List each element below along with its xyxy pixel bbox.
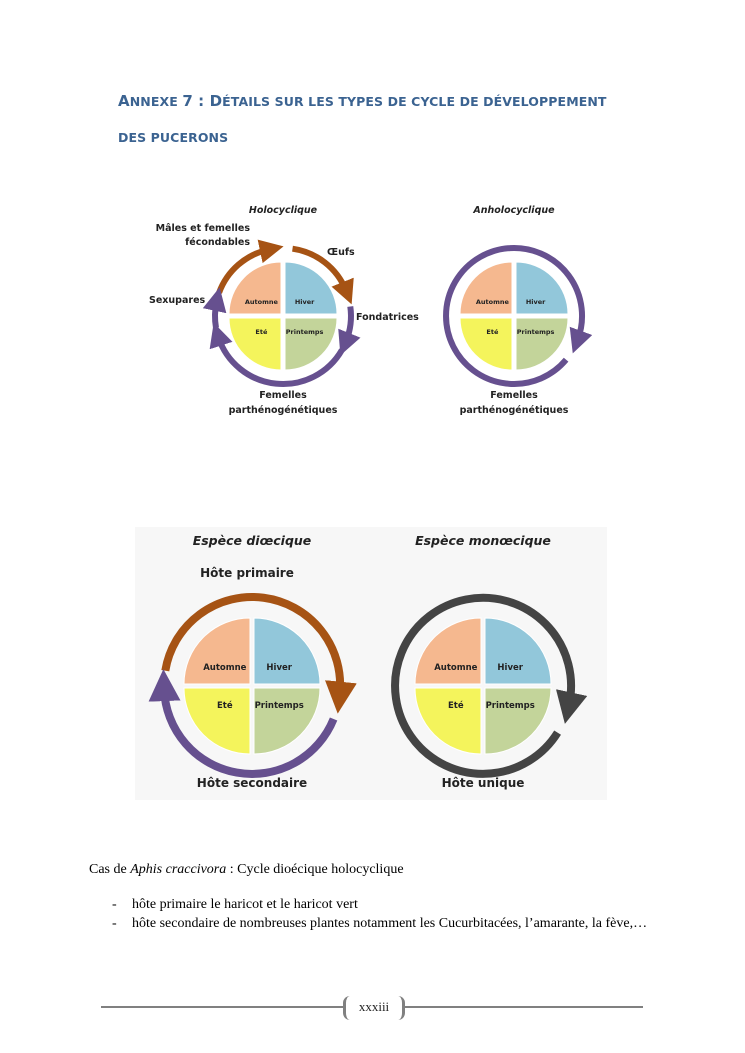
footer-rule-left <box>101 1006 345 1008</box>
season-label-autumn: Automne <box>434 663 477 673</box>
dioecious-title: Espèce diœcique <box>193 533 312 548</box>
quadrant-winter <box>515 261 569 315</box>
quadrant-spring <box>515 317 569 371</box>
quadrant-spring <box>484 687 552 755</box>
quadrant-summer <box>183 687 251 755</box>
quadrant-autumn <box>459 261 513 315</box>
quadrant-autumn <box>183 617 251 685</box>
males-label: Mâles et femelles <box>156 223 251 234</box>
season-label-summer: Eté <box>448 700 464 711</box>
monoecious-title: Espèce monœcique <box>415 533 551 548</box>
arrow-parthenogenetic-females <box>209 322 345 387</box>
season-label-spring: Printemps <box>517 328 555 336</box>
season-label-winter: Hiver <box>497 663 523 673</box>
season-label-winter: Hiver <box>295 298 315 306</box>
arrow-males-to-eggs <box>216 239 284 294</box>
species-name: Aphis craccivora <box>130 862 227 877</box>
quadrant-summer <box>459 317 513 371</box>
list-item-text: hôte primaire le haricot et le haricot v… <box>132 897 358 912</box>
arrow-eggs-to-fondatrices <box>292 245 354 305</box>
season-label-spring: Printemps <box>486 701 535 711</box>
title-initial: A <box>118 92 130 110</box>
page-number: xxxiii <box>343 996 405 1020</box>
case-prefix: Cas de <box>89 862 131 877</box>
host-list: - hôte primaire le haricot et le haricot… <box>112 896 652 932</box>
arrow-primary-host <box>161 592 357 714</box>
quadrant-spring <box>253 687 321 755</box>
annex-title-line2: DES PUCERONS <box>118 130 229 145</box>
season-label-summer: Eté <box>486 328 499 336</box>
case-statement: Cas de Aphis craccivora : Cycle dioéciqu… <box>89 862 404 878</box>
annex-title-line1: ANNEXE 7 : DÉTAILS SUR LES TYPES DE CYCL… <box>118 92 607 110</box>
eggs-label: Œufs <box>327 247 355 258</box>
anholo-females-label: Femelles <box>490 390 538 401</box>
season-label-winter: Hiver <box>266 663 292 673</box>
single-host-label: Hôte unique <box>442 776 525 790</box>
season-label-summer: Eté <box>255 328 268 336</box>
females-label-2: parthénogénétiques <box>229 405 338 416</box>
fondatrices-label: Fondatrices <box>356 312 419 323</box>
anholocyclic-title: Anholocyclique <box>472 205 555 216</box>
holocyclic-title: Holocyclique <box>249 205 318 216</box>
season-label-autumn: Automne <box>245 298 279 306</box>
list-item: - hôte primaire le haricot et le haricot… <box>112 896 652 913</box>
bullet-dash: - <box>112 897 117 912</box>
arrow-sexupares <box>202 287 227 329</box>
quadrant-spring <box>284 317 338 371</box>
footer-rule-right <box>397 1006 643 1008</box>
quadrant-winter <box>284 261 338 315</box>
sexupares-label: Sexupares <box>149 295 206 306</box>
quadrant-autumn <box>414 617 482 685</box>
males-label-2: fécondables <box>185 237 250 248</box>
list-item: -hôte secondaire de nombreuses plantes n… <box>112 915 652 932</box>
primary-host-label: Hôte primaire <box>200 566 294 580</box>
title-rest: ÉTAILS SUR LES TYPES DE CYCLE DE DÉVELOP… <box>222 94 607 109</box>
bullet-dash: - <box>112 916 117 931</box>
quadrant-summer <box>414 687 482 755</box>
season-label-spring: Printemps <box>255 701 304 711</box>
secondary-host-label: Hôte secondaire <box>197 776 307 790</box>
case-suffix: : Cycle dioécique holocyclique <box>226 862 404 877</box>
season-label-winter: Hiver <box>526 298 546 306</box>
season-label-summer: Eté <box>217 700 233 711</box>
quadrant-winter <box>484 617 552 685</box>
quadrant-winter <box>253 617 321 685</box>
season-label-autumn: Automne <box>476 298 510 306</box>
arrow-secondary-host <box>148 669 338 778</box>
females-label: Femelles <box>259 390 307 401</box>
arrow-anholocyclic-cycle <box>443 244 593 387</box>
list-item-text: hôte secondaire de nombreuses plantes no… <box>132 916 648 931</box>
season-label-autumn: Automne <box>203 663 246 673</box>
arrow-single-host <box>391 593 588 778</box>
anholo-females-label-2: parthénogénétiques <box>460 405 569 416</box>
arrow-fondatrices <box>338 306 361 356</box>
title-number: 7 : D <box>182 92 223 110</box>
title-word: NNEXE <box>129 94 178 109</box>
season-label-spring: Printemps <box>286 328 324 336</box>
